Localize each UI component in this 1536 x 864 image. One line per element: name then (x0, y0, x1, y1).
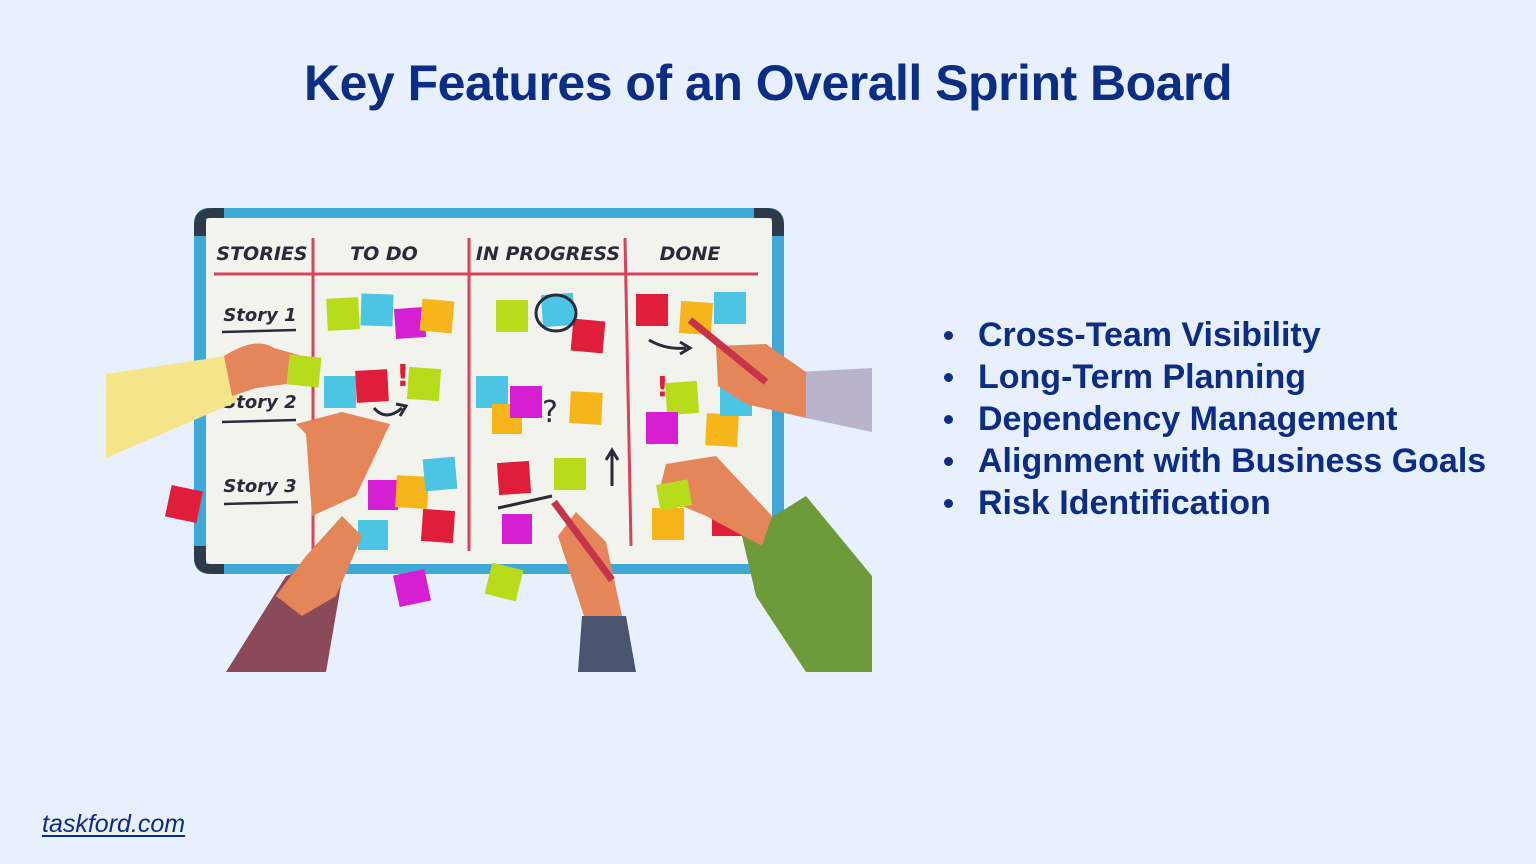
feature-label: Alignment with Business Goals (978, 442, 1487, 480)
svg-text:!: ! (396, 359, 410, 394)
bullet-icon (944, 373, 953, 382)
feature-label: Cross-Team Visibility (978, 316, 1321, 354)
feature-item-cross-team-visibility: Cross-Team Visibility (942, 314, 1486, 356)
bullet-icon (944, 457, 953, 466)
page-title: Key Features of an Overall Sprint Board (304, 55, 1233, 111)
feature-item-risk-identification: Risk Identification (942, 482, 1486, 524)
bullet-icon (944, 331, 953, 340)
column-header: STORIES (216, 243, 307, 265)
sprint-board-illustration: STORIES TO DO IN PROGRESS DONE Story 1 S… (106, 208, 872, 672)
sticky-notes (165, 292, 752, 607)
feature-label: Dependency Management (978, 400, 1398, 438)
feature-label: Risk Identification (978, 484, 1271, 522)
row-label: Story 3 (223, 476, 296, 497)
feature-list: Cross-Team Visibility Long-Term Planning… (942, 314, 1486, 524)
row-label: Story 2 (223, 392, 296, 413)
feature-item-business-alignment: Alignment with Business Goals (942, 440, 1486, 482)
feature-item-dependency-management: Dependency Management (942, 398, 1486, 440)
svg-text:?: ? (542, 395, 558, 430)
column-header: TO DO (350, 243, 418, 265)
footer-site-link[interactable]: taskford.com (42, 810, 186, 838)
svg-text:!: ! (656, 370, 669, 403)
feature-item-long-term-planning: Long-Term Planning (942, 356, 1486, 398)
bullet-icon (944, 499, 953, 508)
column-header: DONE (660, 243, 721, 265)
row-label: Story 1 (223, 305, 296, 326)
column-header: IN PROGRESS (476, 243, 620, 265)
feature-label: Long-Term Planning (978, 358, 1307, 396)
bullet-icon (944, 415, 953, 424)
